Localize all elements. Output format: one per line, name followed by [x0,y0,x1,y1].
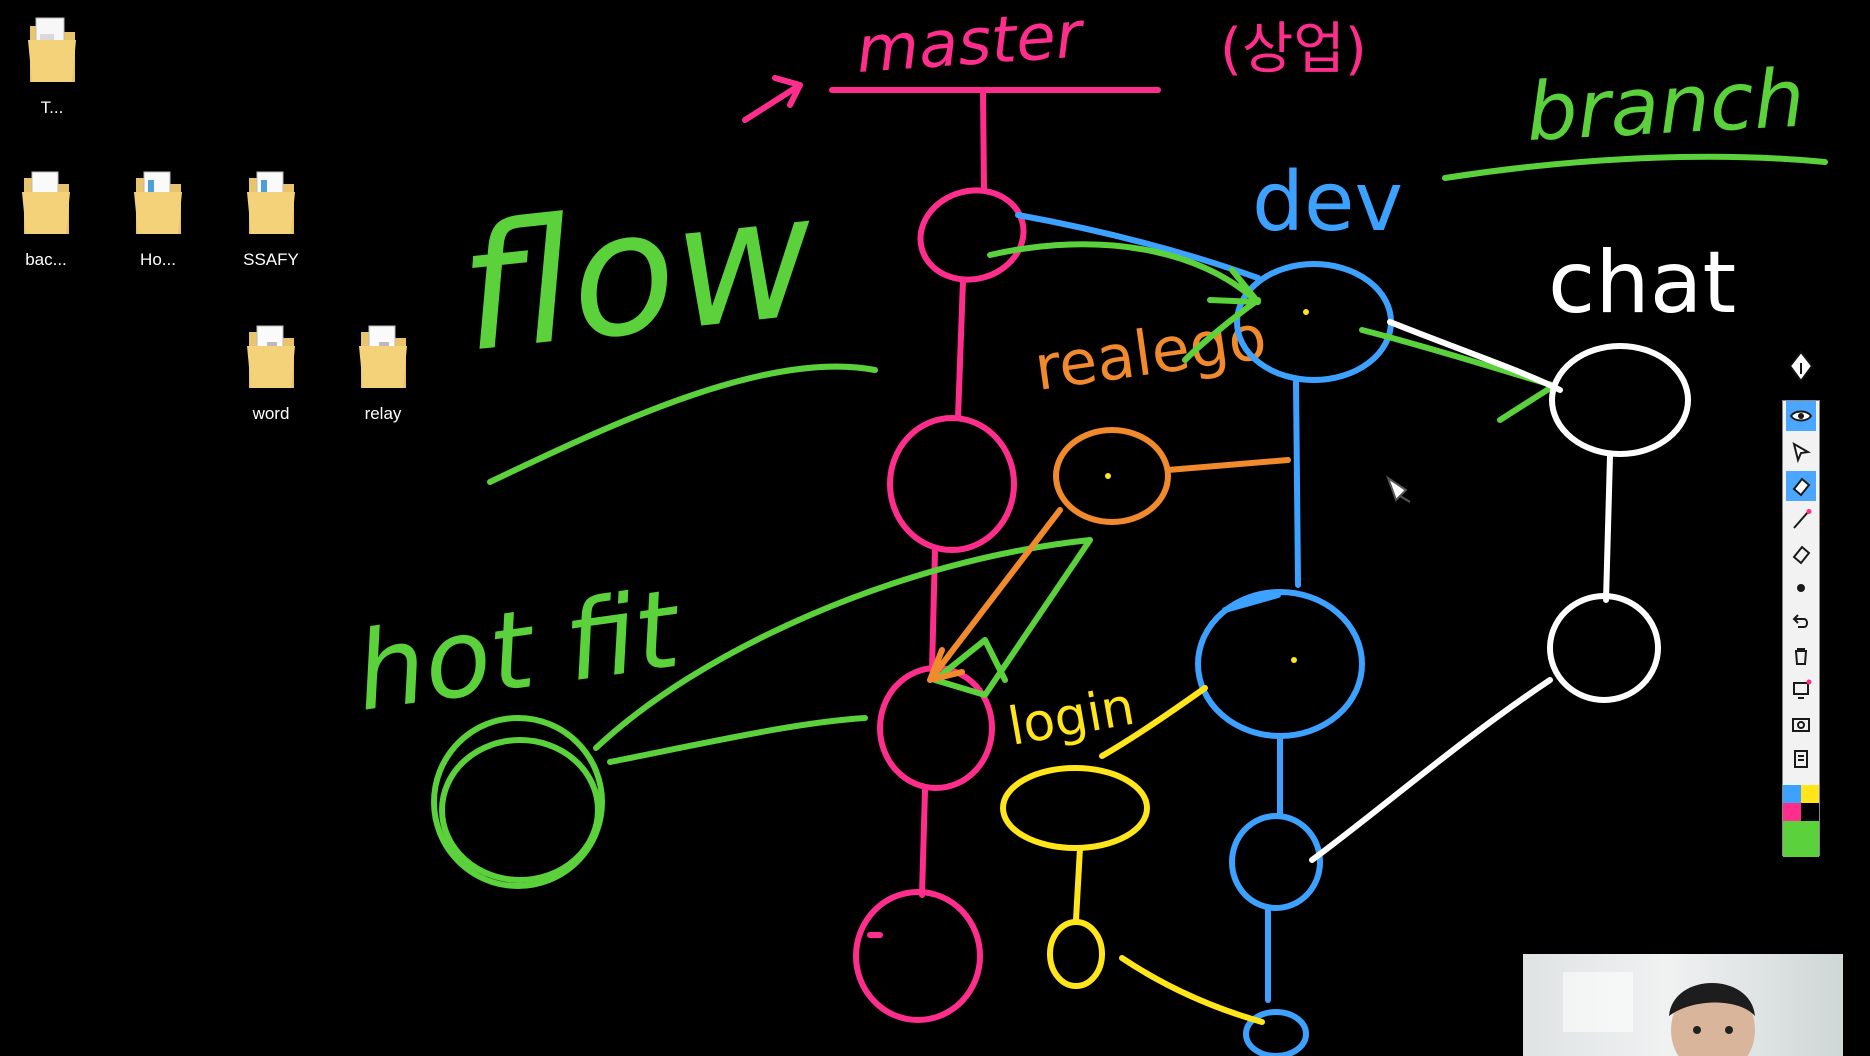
desktop-icon-ho[interactable]: Ho... [106,164,210,270]
folder-icon [134,171,182,234]
label-master-note: (상업) [1220,17,1367,82]
pen-icon[interactable] [1786,350,1816,384]
folder-icon [28,17,76,82]
login-branch-strokes [1000,685,1265,1025]
folder-icon [359,325,407,388]
webcam-overlay [1523,954,1843,1056]
highlighter-icon[interactable] [1786,539,1816,569]
folder-icon [22,171,70,234]
color-palette[interactable] [1783,785,1819,857]
desktop-icon-bac[interactable]: bac... [0,164,98,270]
folder-icon [247,325,295,388]
folder-icon [247,171,295,234]
desktop-icon-label: bac... [25,250,67,269]
desktop-icon-t[interactable]: T... [0,12,104,118]
trash-icon[interactable] [1786,641,1816,671]
chat-branch-strokes [1309,319,1691,863]
label-chat: chat [1548,233,1736,333]
desktop-icon-label: T... [40,98,64,117]
undo-icon[interactable] [1786,607,1816,637]
release-branch-strokes [927,427,1291,683]
label-master: master [854,0,1088,88]
screen-icon[interactable] [1786,675,1816,705]
color-swatch-yellow[interactable] [1801,785,1819,803]
color-swatch-black[interactable] [1801,803,1819,821]
color-swatch-blue[interactable] [1783,785,1801,803]
select-arrow-icon[interactable] [1786,437,1816,467]
master-branch-strokes [742,75,1161,1023]
pen-cursor-icon [1386,475,1411,503]
node-dots [1105,309,1309,663]
desktop-icon-label: relay [364,404,402,423]
dot-icon[interactable] [1786,573,1816,603]
desktop-icon-ssafy[interactable]: SSAFY [219,164,323,270]
color-swatch-pink[interactable] [1783,803,1801,821]
color-swatch-green[interactable] [1783,821,1819,857]
desktop-icon-label: SSAFY [243,250,299,269]
label-flow: flow [452,157,825,391]
green-strokes [431,153,1828,889]
annotation-toolbar [1782,400,1820,857]
desktop-icon-label: word [252,404,290,423]
desktop-icon-label: Ho... [140,250,176,269]
label-dev: dev [1252,155,1403,250]
eye-icon[interactable] [1786,401,1816,431]
desktop-icon-relay[interactable]: relay [331,318,435,424]
eraser-icon[interactable] [1786,471,1816,501]
clipboard-icon[interactable] [1786,743,1816,773]
camera-icon[interactable] [1786,709,1816,739]
line-icon[interactable] [1786,505,1816,535]
presenter-video [1563,972,1755,1056]
label-branch: branch [1524,52,1807,159]
desktop-icon-word[interactable]: word [219,318,323,424]
